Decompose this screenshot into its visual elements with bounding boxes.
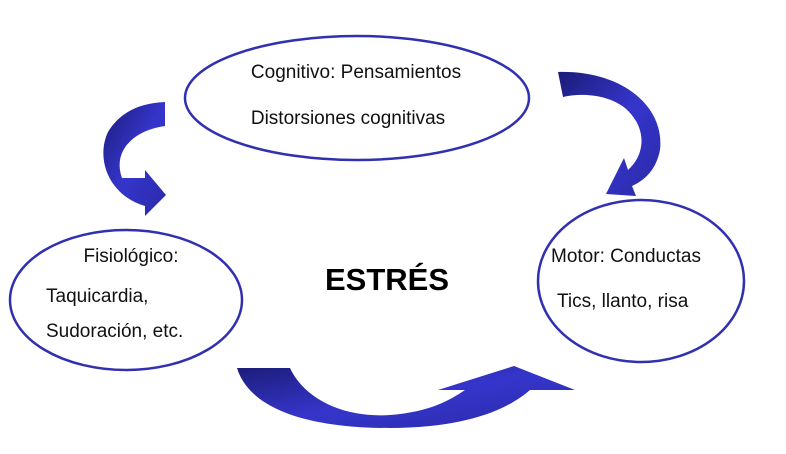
center-title: ESTRÉS (325, 262, 449, 297)
physiological-detail-1: Taquicardia, (46, 286, 148, 307)
motor-label: Motor: Conductas (551, 246, 701, 267)
physiological-detail-2: Sudoración, etc. (46, 321, 183, 342)
curved-arrow-icon (558, 71, 661, 196)
curved-arrow-icon (103, 102, 166, 216)
cognitive-label: Cognitivo: Pensamientos (251, 62, 461, 83)
motor-ellipse (536, 198, 746, 364)
physiological-label: Fisiológico: (83, 246, 178, 267)
curved-arrow-icon (237, 366, 575, 428)
physiological-ellipse (8, 228, 244, 372)
cognitive-ellipse (183, 34, 531, 162)
motor-detail: Tics, llanto, risa (557, 291, 689, 312)
cognitive-detail: Distorsiones cognitivas (251, 108, 445, 129)
